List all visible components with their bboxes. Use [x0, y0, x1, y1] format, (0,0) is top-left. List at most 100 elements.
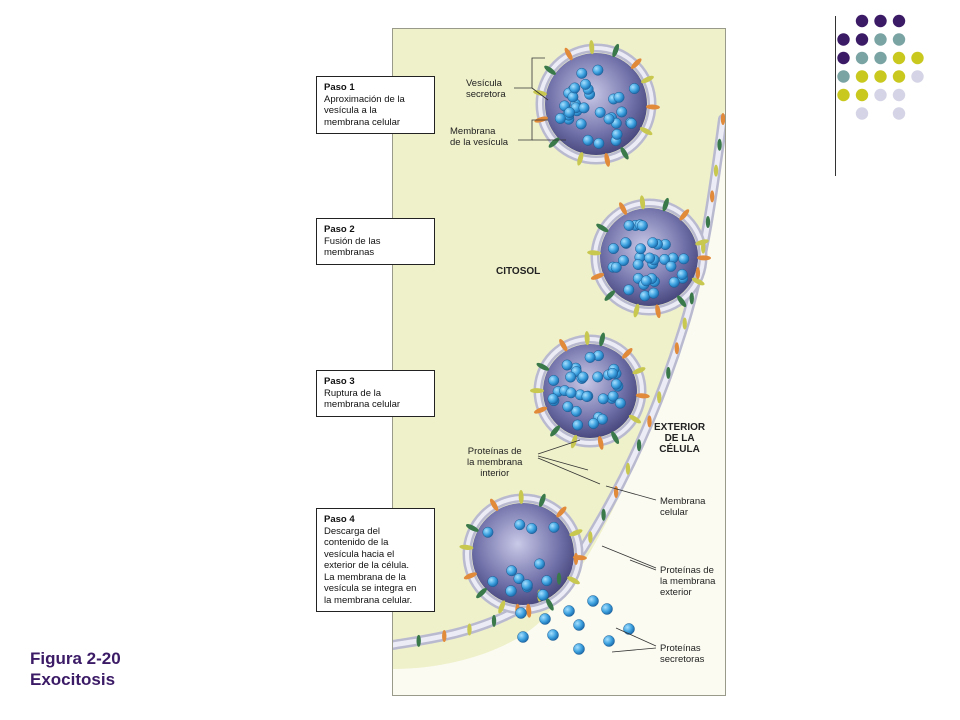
secretory-protein	[620, 237, 632, 249]
membrane-protein	[696, 255, 711, 261]
vesicle-3	[530, 331, 650, 450]
released-secretory-protein	[563, 605, 575, 617]
vesicle-lumen	[545, 53, 647, 155]
membrane-protein	[556, 506, 567, 518]
secretory-protein	[482, 526, 494, 538]
secretory-protein	[575, 118, 587, 130]
released-secretory-protein	[547, 629, 559, 641]
cell-membrane-protein	[416, 634, 421, 647]
secretory-protein	[628, 83, 640, 95]
cell-membrane-protein	[588, 531, 593, 544]
label-cell-exterior: EXTERIOR DE LA CÉLULA	[654, 422, 706, 455]
cell-membrane-protein	[573, 552, 579, 565]
secretory-protein	[513, 573, 525, 585]
secretory-protein	[554, 112, 566, 124]
secretory-protein	[597, 393, 609, 405]
vesicle-membrane-inner	[538, 46, 654, 162]
membrane-protein	[655, 304, 661, 319]
membrane-protein	[518, 490, 524, 505]
decorative-dot	[892, 70, 906, 83]
membrane-protein	[463, 572, 477, 580]
released-secretory-protein	[537, 589, 549, 601]
secretory-protein	[611, 128, 623, 140]
secretory-protein	[578, 102, 590, 114]
membrane-protein	[622, 348, 633, 359]
cell-membrane-protein	[636, 439, 642, 452]
secretory-protein	[678, 253, 690, 265]
cell-membrane-protein	[556, 572, 562, 585]
membrane-protein	[695, 239, 709, 246]
membrane-protein	[596, 223, 609, 233]
membrane-protein	[619, 202, 627, 215]
step-2-box: Paso 2 Fusión de las membranas	[316, 218, 435, 265]
label-secretory-proteins: Proteínas secretoras	[660, 643, 705, 665]
membrane-protein	[633, 303, 640, 318]
released-secretory-protein	[601, 603, 613, 615]
decorative-dot	[892, 51, 906, 65]
secretory-protein	[623, 220, 635, 231]
membrane-protein	[641, 75, 654, 84]
secretory-protein	[548, 374, 560, 386]
membrane-protein	[631, 58, 642, 69]
secretory-protein	[618, 255, 629, 266]
secretory-protein	[569, 82, 581, 94]
cell-membrane-protein	[442, 629, 447, 642]
secretory-protein	[593, 137, 605, 149]
secretory-protein	[588, 418, 599, 429]
step-3-box: Paso 3 Ruptura de la membrana celular	[316, 370, 435, 417]
membrane-protein	[628, 414, 641, 424]
secretory-protein	[610, 261, 622, 273]
secretory-protein	[665, 260, 677, 272]
cell-membrane-protein	[491, 614, 497, 627]
step-1-box: Paso 1 Aproximación de la vesícula a la …	[316, 76, 435, 134]
step-1-title: Paso 1	[324, 82, 355, 93]
cell-membrane-protein	[647, 415, 652, 428]
released-secretory-protein	[515, 607, 527, 619]
membrane-protein	[577, 152, 584, 166]
membrane-protein	[459, 544, 474, 550]
decorative-dot	[874, 14, 887, 28]
membrane-protein	[645, 104, 660, 110]
secretory-protein	[570, 405, 582, 417]
decorative-dot	[855, 14, 869, 28]
cell-membrane-protein	[713, 164, 719, 177]
secretory-protein	[514, 519, 526, 531]
secretory-protein	[577, 371, 589, 383]
decorative-dot	[837, 33, 850, 46]
decorative-dot	[892, 14, 906, 28]
secretory-protein	[582, 134, 594, 146]
released-secretory-protein	[505, 585, 517, 597]
vesicle-2	[587, 195, 711, 319]
secretory-protein	[635, 243, 647, 255]
secretory-protein	[547, 393, 559, 405]
secretory-protein	[506, 565, 518, 577]
secretory-protein	[572, 419, 584, 431]
decorative-dot	[855, 70, 869, 83]
membrane-protein	[534, 406, 548, 414]
secretory-protein	[564, 107, 575, 118]
released-secretory-protein	[623, 623, 635, 635]
secretory-protein	[580, 78, 591, 90]
decorative-dot	[911, 70, 924, 83]
secretory-protein	[594, 106, 606, 118]
decorative-dot	[855, 51, 869, 65]
cell-membrane-protein	[682, 317, 687, 330]
cell-membrane-protein	[695, 267, 701, 280]
cell-membrane-protein	[657, 391, 662, 404]
label-cell-membrane: Membrana celular	[660, 496, 706, 518]
secretory-protein	[647, 237, 659, 249]
decorative-dot	[892, 107, 906, 120]
secretory-protein	[565, 371, 577, 383]
figure-caption: Figura 2-20 Exocitosis	[30, 649, 121, 689]
secretory-protein	[603, 113, 615, 125]
cell-membrane-protein	[625, 462, 631, 475]
membrane-protein	[589, 40, 595, 55]
released-secretory-protein	[517, 631, 529, 643]
cell-membrane-protein	[601, 508, 606, 521]
secretory-protein	[596, 413, 608, 425]
released-secretory-protein	[603, 635, 615, 647]
decorative-dot	[874, 33, 887, 46]
decorative-dot	[855, 107, 869, 120]
membrane-protein	[530, 388, 545, 394]
released-secretory-protein	[587, 595, 599, 607]
